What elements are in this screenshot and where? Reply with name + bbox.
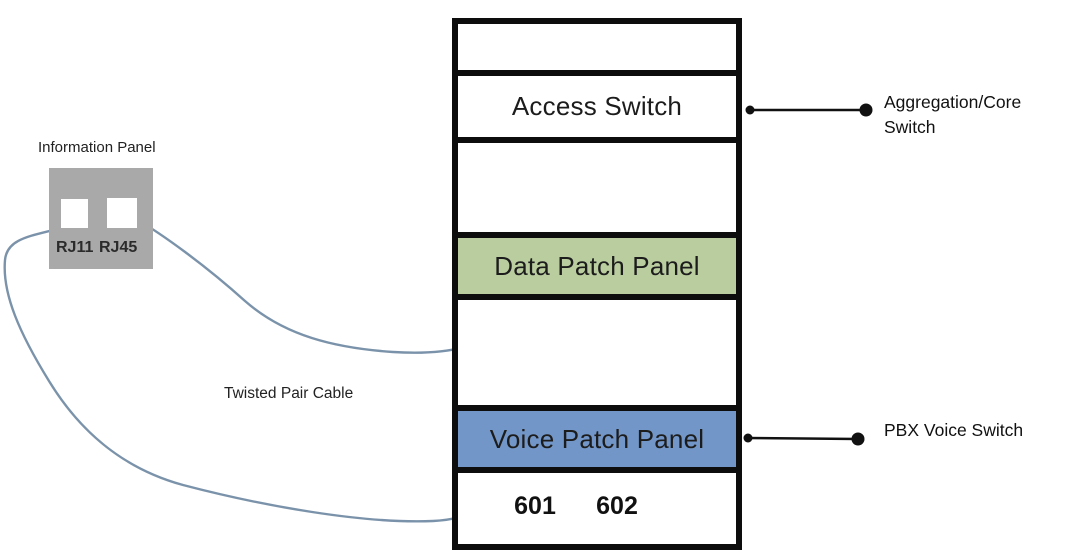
rack-section-empty-top <box>458 24 736 76</box>
voice-port-number-602: 602 <box>596 492 638 520</box>
callout-dot-pbx-left <box>743 433 753 443</box>
callout-dot-aggregation-right <box>859 103 873 117</box>
rj11-label: RJ11 <box>56 239 94 256</box>
rj45-jack <box>107 198 137 228</box>
information-panel: RJ11 RJ45 <box>49 168 153 269</box>
rack-section-data-patch-panel: Data Patch Panel <box>458 238 736 300</box>
callout-dot-pbx-right <box>851 432 865 446</box>
voice-port-number-601: 601 <box>514 492 556 520</box>
rack-section-empty-mid-lower <box>458 300 736 411</box>
aggregation-core-switch-label: Aggregation/Core Switch <box>884 92 1022 137</box>
equipment-rack: Access Switch Data Patch Panel Voice Pat… <box>452 18 742 550</box>
pbx-voice-switch-label: PBX Voice Switch <box>884 420 1024 440</box>
rj45-label: RJ45 <box>99 239 138 256</box>
rack-section-access-switch: Access Switch <box>458 76 736 143</box>
rack-section-voice-patch-panel: Voice Patch Panel <box>458 411 736 473</box>
twisted-pair-cable-label: Twisted Pair Cable <box>224 385 354 402</box>
information-panel-title: Information Panel <box>38 139 156 156</box>
callout-dot-aggregation-left <box>745 105 755 115</box>
callout-line-pbx <box>745 436 859 441</box>
rack-section-empty-mid-upper <box>458 143 736 238</box>
cable-rj11-to-voice-port-601 <box>3 226 523 523</box>
rj11-jack <box>61 199 88 228</box>
